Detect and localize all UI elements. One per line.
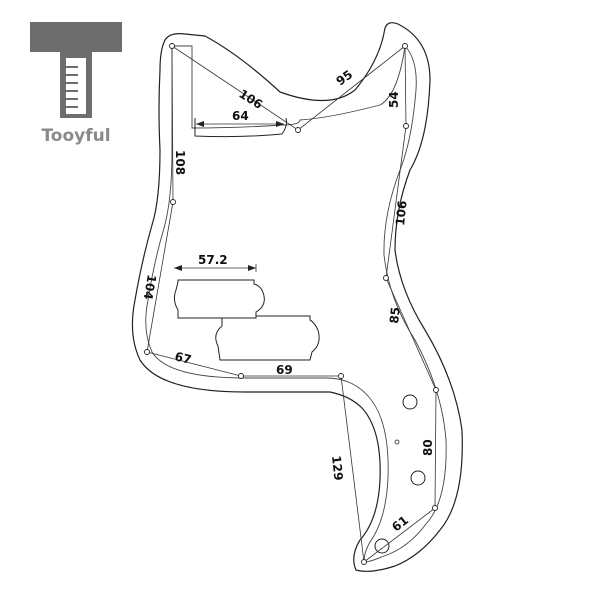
dim-line [385,277,437,391]
pot-hole [402,394,418,410]
dim-line [171,45,174,203]
dim-label-85: 85 [387,306,403,324]
logo-key [66,90,78,92]
arrowhead [248,265,256,271]
screw-hole [169,43,175,49]
dim-line [171,45,299,131]
brand-logo: Tooyful [30,22,122,150]
logo-piano-keys [66,58,86,114]
logo-bar [30,22,122,52]
logo-key [66,74,78,76]
dim-line [297,45,406,131]
pickup-cutout-upper [173,279,265,319]
arrowhead [276,121,284,127]
pickup-cutout-lower [215,315,320,361]
dim-label-57-2: 57.2 [198,253,228,267]
brand-name: Tooyful [41,126,111,146]
dim-label-108: 108 [173,150,187,175]
screw-hole [338,373,344,379]
screw-hole [383,275,389,281]
logo-key [66,98,78,100]
screw-hole [433,387,439,393]
dim-label-80: 80 [421,439,435,456]
screw-hole [170,199,176,205]
screw-points [144,43,439,565]
dim-label-67: 67 [173,349,193,367]
dim-line [434,389,437,509]
logo-key [66,106,78,108]
screw-hole [402,43,408,49]
dim-label-61: 61 [389,513,411,534]
dim-label-64: 64 [232,109,249,123]
screw-hole [144,349,150,355]
dim-arrowheads [174,121,284,271]
dim-line [385,125,407,279]
pot-hole [410,470,426,486]
pickguard-outline [131,22,463,572]
dim-line [146,201,174,353]
dim-line [404,45,407,127]
dim-line [363,507,436,563]
screw-hole [403,123,409,129]
dim-label-129: 129 [329,455,346,481]
screw-hole [295,127,301,133]
screw-hole [361,559,367,565]
arrowhead [196,121,204,127]
jack-hole [374,538,390,554]
dim-label-69: 69 [276,363,293,377]
pickguard-inner-outline [145,45,447,563]
logo-key [66,66,78,68]
neck-pocket-edge [194,117,287,138]
dim-label-95: 95 [334,67,356,88]
dimension-lines [146,45,437,563]
arrowhead [174,265,182,271]
screw-hole [432,505,438,511]
dim-label-54: 54 [387,91,401,108]
dim-label-104: 104 [141,273,159,300]
dim-line [146,351,242,377]
dim-line [340,375,365,563]
logo-stem [60,52,92,118]
dim-label-106-right: 106 [393,200,410,226]
small-hole [394,439,400,445]
screw-hole [238,373,244,379]
logo-key [66,82,78,84]
